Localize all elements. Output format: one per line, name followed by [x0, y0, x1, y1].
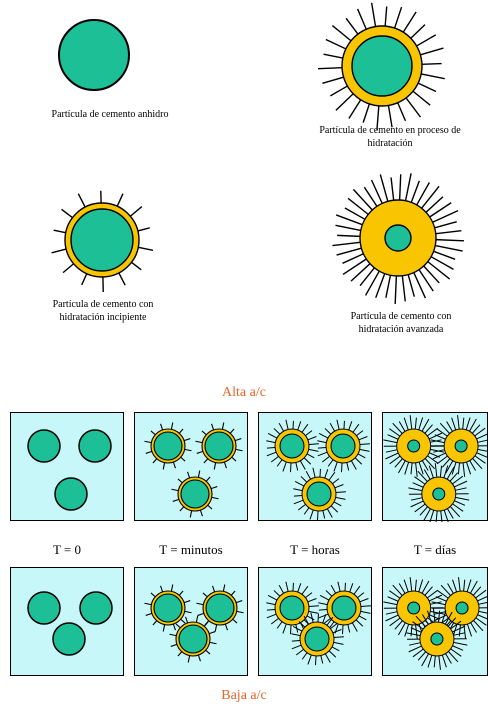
- high-t0-particle-3: [55, 478, 87, 510]
- caption-incipient: Partícula de cemento con hidratación inc…: [18, 298, 188, 324]
- panel-high-minutes: [134, 412, 248, 521]
- high-days-particle-2: [431, 415, 488, 477]
- low-t0-particle-2: [80, 592, 112, 624]
- panel-high-hours: [258, 412, 372, 521]
- caption-advanced: Partícula de cemento con hidratación ava…: [316, 310, 486, 336]
- panel-high-days: [382, 412, 488, 521]
- panel-low-hours-graphic: [259, 568, 373, 677]
- high-t0-particle-1: [28, 430, 60, 462]
- high-days-particle-3: [408, 463, 469, 522]
- high-t0-particle-2: [79, 430, 111, 462]
- particle-incipient-icon: [52, 191, 153, 292]
- panel-high-minutes-graphic: [135, 413, 249, 522]
- title-low-ratio: Baja a/c: [184, 688, 304, 704]
- particle-anhydrous-icon: [59, 20, 129, 90]
- panel-high-days-graphic: [383, 413, 488, 522]
- caption-anhydrous: Partícula de cemento anhidro: [20, 108, 200, 121]
- panel-low-t0-graphic: [11, 568, 125, 677]
- particle-advanced-icon: [332, 173, 464, 304]
- high-hours-particle-3: [293, 468, 346, 520]
- time-label-days: T = días: [380, 542, 488, 558]
- low-t0-particle-3: [53, 623, 85, 655]
- title-high-ratio: Alta a/c: [184, 385, 304, 401]
- panel-low-minutes-graphic: [135, 568, 249, 677]
- panel-low-hours: [258, 567, 372, 676]
- panel-high-t0: [10, 412, 124, 521]
- high-hours-particle-1: [266, 420, 319, 472]
- high-minutes-particle-3: [171, 470, 218, 517]
- low-t0-particle-1: [28, 592, 60, 624]
- panel-low-days: [382, 567, 488, 676]
- panel-low-t0: [10, 567, 124, 676]
- high-minutes-particle-1: [144, 422, 191, 469]
- panel-low-minutes: [134, 567, 248, 676]
- caption-in-process: Partícula de cemento en proceso de hidra…: [292, 124, 488, 150]
- time-label-hours: T = horas: [260, 542, 370, 558]
- time-label-minutes: T = minutos: [136, 542, 246, 558]
- panel-high-hours-graphic: [259, 413, 373, 522]
- low-minutes-particle-2: [196, 584, 243, 631]
- time-label-0: T = 0: [12, 542, 122, 558]
- panel-high-t0-graphic: [11, 413, 125, 522]
- particle-in-process-icon: [318, 3, 445, 130]
- panel-low-days-graphic: [383, 568, 488, 677]
- high-hours-particle-2: [317, 420, 370, 472]
- high-minutes-particle-2: [195, 422, 242, 469]
